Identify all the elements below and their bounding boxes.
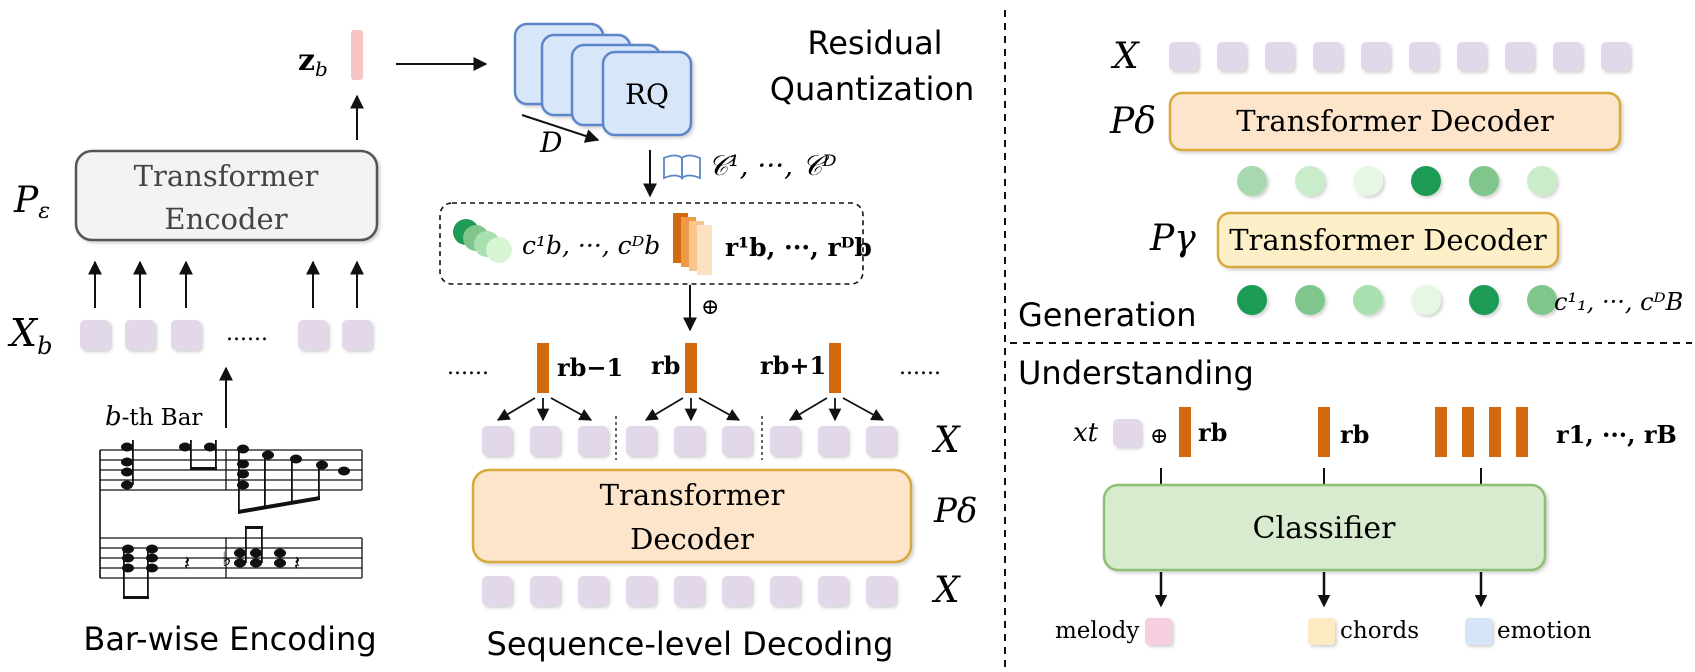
codes-residuals-container [439, 202, 864, 285]
emotion-swatch [1465, 618, 1492, 645]
code-token [1295, 285, 1325, 315]
code-circles [453, 219, 512, 263]
classifier-label: Classifier [1253, 511, 1397, 546]
r-next-label: rb+1 [760, 351, 826, 380]
gen-decoder-2-label: Transformer Decoder [1229, 223, 1547, 257]
gen-code-tokens-bottom [1237, 285, 1557, 315]
residual-stack [673, 213, 712, 275]
bar-wise-encoding-panel: zb Transformer Encoder Pε Xb ...... b-th… [7, 30, 488, 658]
decoder-label-2: Decoder [630, 522, 754, 556]
code-token [1295, 166, 1325, 196]
x-label-top: X [931, 420, 961, 461]
residuals-label: r¹b, ···, rᴰb [725, 233, 872, 262]
rq-stack [513, 22, 693, 137]
latent-zb [351, 30, 363, 80]
transformer-encoder-box [74, 149, 379, 242]
fanout-arrows [496, 397, 885, 422]
caption-sequence-decoding: Sequence-level Decoding [487, 625, 894, 663]
encoder-input-arrows [88, 260, 364, 308]
u-rb-a-label: rb [1198, 418, 1227, 447]
classifier-box [1102, 483, 1547, 572]
sequence-decoding-panel: RQ D Residual Quantization 𝒞¹, ···, 𝒞ᴰ c… [439, 22, 977, 663]
depth-label: D [539, 126, 562, 159]
quarter-rest-2: 𝄽 [294, 551, 300, 575]
u-residual-all [1435, 407, 1528, 457]
gen-p-delta-label: Pδ [1109, 101, 1156, 142]
u-rb-b-label: rb [1340, 420, 1369, 449]
gen-code-tokens-top [1237, 166, 1557, 196]
residual-current [685, 343, 697, 393]
rq-title-1: Residual [807, 24, 942, 62]
x-tokens-bottom [482, 576, 896, 606]
understanding-title: Understanding [1018, 354, 1254, 392]
xt-token [1113, 419, 1141, 447]
code-token [1237, 166, 1267, 196]
r-cur-label: rb [651, 351, 680, 380]
x-tokens-top [482, 426, 896, 456]
classifier-output-arrows [1154, 572, 1488, 608]
rq-title-2: Quantization [770, 70, 975, 108]
ellipsis-right: ...... [899, 355, 941, 380]
codebook-label: 𝒞¹, ···, 𝒞ᴰ [708, 149, 837, 182]
code-token [1527, 166, 1557, 196]
code-token [1527, 285, 1557, 315]
classifier-input-lines [1160, 468, 1482, 486]
gen-decoder-1-label: Transformer Decoder [1236, 104, 1554, 138]
rq-label: RQ [625, 78, 669, 111]
generation-title: Generation [1018, 296, 1197, 334]
gen-x-tokens [1169, 42, 1630, 71]
gen-x-label: X [1110, 36, 1140, 77]
out-chords-label: chords [1340, 618, 1419, 644]
x-label-bottom: X [931, 570, 961, 611]
generation-panel: X Pδ Transformer Decoder Pγ Transformer … [1018, 36, 1683, 334]
gen-decoder-2 [1216, 211, 1560, 269]
out-melody-label: melody [1055, 618, 1139, 644]
zb-label: zb [298, 43, 328, 81]
r-prev-label: rb−1 [557, 353, 623, 382]
code-token [1469, 285, 1499, 315]
music-notes [121, 440, 350, 599]
u-r-all-label: r1, ···, rB [1556, 420, 1677, 449]
gen-codes-label: c¹₁, ···, cᴰB [1554, 288, 1683, 316]
bar-label: b-th Bar [105, 402, 202, 432]
caption-bar-wise-encoding: Bar-wise Encoding [83, 620, 376, 658]
code-token [1353, 285, 1383, 315]
ellipsis-left: ...... [447, 355, 489, 380]
u-oplus: ⊕ [1150, 424, 1168, 449]
chords-swatch [1308, 618, 1335, 645]
depth-arrow [521, 114, 600, 143]
decoder-label-1: Transformer [600, 478, 785, 512]
xt-label: xt [1073, 418, 1099, 448]
code-token [1353, 166, 1383, 196]
encoder-label-1: Transformer [134, 159, 319, 193]
residual-prev [537, 343, 549, 393]
transformer-decoder-box [471, 468, 913, 564]
group-dividers [615, 416, 763, 460]
p-epsilon-label: Pε [13, 180, 50, 224]
encoder-label-2: Encoder [164, 202, 287, 236]
out-emotion-label: emotion [1497, 618, 1592, 644]
u-residual-b [1318, 407, 1330, 457]
gen-p-gamma-label: Pγ [1149, 218, 1196, 259]
code-token [1469, 166, 1499, 196]
codes-label: c¹b, ···, cᴰb [522, 231, 660, 260]
residual-next [829, 343, 841, 393]
code-token [1411, 166, 1441, 196]
xb-label: Xb [7, 311, 52, 360]
code-token [1237, 285, 1267, 315]
flat-sign: ♭ [222, 547, 231, 571]
xb-tokens [80, 320, 372, 350]
quarter-rest-1: 𝄽 [184, 551, 190, 575]
code-token [1411, 285, 1441, 315]
melody-swatch [1145, 618, 1172, 645]
codebook-icon [663, 154, 701, 180]
xb-ellipsis: ...... [226, 321, 268, 346]
understanding-panel: Understanding xt ⊕ rb rb r1, ···, rB Cla… [1018, 354, 1677, 645]
u-residual-a [1179, 407, 1191, 457]
oplus-symbol: ⊕ [701, 295, 719, 320]
p-delta-label-mid: Pδ [933, 491, 977, 531]
gen-decoder-1 [1168, 91, 1622, 152]
